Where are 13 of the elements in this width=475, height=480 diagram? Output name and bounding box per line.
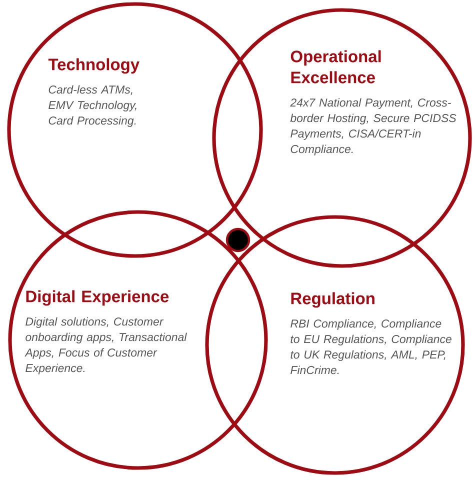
center-dot [226,228,250,252]
circle-description: 24x7 National Payment, Cross-border Hosting, Secure PCIDSS Payments, CISA/CERT-in Compliance. [290,98,456,156]
venn-circle [7,2,263,258]
circle-description: Digital solutions, Customer onboarding apps, Transactional Apps, Focus of Customer Experience. [24,317,187,374]
circle-heading: Regulation [291,292,374,308]
venn-circle [8,210,268,470]
venn-circle [212,8,472,268]
circle-description: Card-less ATMs, EMV Technology, Card Processing. [48,85,136,127]
circle-description: RBI Compliance, Compliance to EU Regulations, Compliance to UK Regulations, AML, PEP, FinCrime. [290,319,452,374]
circle-heading: Technology [48,58,140,74]
circle-heading: Operational Excellence [290,50,381,84]
circle-heading: Digital Experience [26,290,169,306]
venn-circle [205,215,465,475]
